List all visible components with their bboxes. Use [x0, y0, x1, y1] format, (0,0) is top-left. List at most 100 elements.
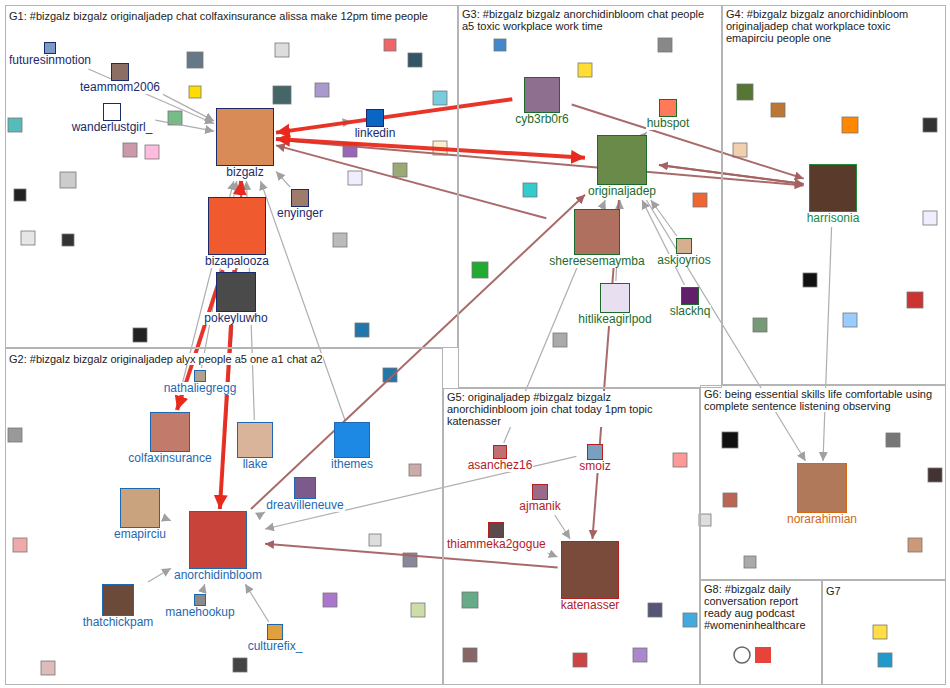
avatar-image: [693, 193, 707, 207]
avatar-image: [393, 163, 407, 177]
group-heading: G3: #bizgalz bizgalz anorchidinbloom cha…: [462, 8, 716, 32]
avatar-image: [488, 522, 504, 538]
avatar-image: [842, 117, 858, 133]
avatar-image: [323, 593, 337, 607]
vertex-label: askjoyrios: [656, 254, 711, 267]
avatar-image: [574, 209, 620, 255]
avatar-image: [578, 63, 592, 77]
group-panel: G5: originaljadep #bizgalz bizgalz anorc…: [443, 388, 700, 685]
vertex-label: thatchickpam: [82, 616, 155, 629]
avatar-image: [111, 63, 129, 81]
vertex-label: cyb3rb0r6: [514, 113, 569, 126]
avatar-image: [561, 541, 619, 599]
avatar-image: [409, 464, 421, 476]
avatar-image: [233, 658, 247, 672]
group-heading: G8: #bizgalz daily conversation report r…: [704, 583, 816, 631]
avatar-image: [189, 86, 201, 98]
avatar-image: [753, 318, 767, 332]
avatar-image: [189, 511, 247, 569]
avatar-image: [673, 453, 687, 467]
avatar-image: [587, 444, 603, 460]
avatar-image: [194, 594, 206, 606]
vertex-node: ithemes: [330, 422, 374, 471]
vertex-node: emapirciu: [113, 488, 167, 541]
tweet-edge: [276, 171, 290, 187]
tweet-edge: [88, 69, 214, 124]
avatar-image: [216, 272, 256, 312]
group-panel: G6: being essential skills life comforta…: [700, 385, 946, 580]
vertex-node: dreavilleneuve: [265, 477, 344, 512]
tweet-edge: [251, 195, 585, 509]
avatar-image: [523, 183, 537, 197]
tweet-edge: [148, 568, 171, 582]
vertex-label: hubspot: [646, 117, 691, 130]
avatar-image: [573, 653, 587, 667]
vertex-node: anorchidinbloom: [173, 511, 263, 582]
group-panel: G3: #bizgalz bizgalz anorchidinbloom cha…: [458, 5, 722, 388]
avatar-image: [383, 368, 397, 382]
avatar-image: [843, 313, 857, 327]
vertex-node: katenasser: [560, 541, 621, 612]
avatar-image: [315, 83, 329, 97]
group-heading: G7: [826, 585, 841, 597]
avatar-image: [493, 445, 507, 459]
avatar-image: [744, 556, 756, 568]
avatar-image: [150, 412, 190, 452]
tweet-edge: [240, 181, 241, 195]
avatar-image: [462, 592, 478, 608]
tweet-edge: [276, 140, 804, 186]
vertex-node: llake: [237, 422, 273, 471]
vertex-node: manehookup: [164, 594, 235, 619]
vertex-node: thiammeka2gogue: [446, 522, 547, 551]
group-heading: G1: #bizgalz bizgalz originaljadep chat …: [9, 10, 428, 22]
avatar-image: [878, 653, 892, 667]
avatar-image: [463, 648, 477, 662]
avatar-image: [723, 493, 737, 507]
avatar-image: [676, 238, 692, 254]
avatar-image: [8, 428, 22, 442]
avatar-image: [659, 99, 677, 117]
tweet-edge: [276, 139, 585, 158]
vertex-label: futuresinmotion: [8, 54, 92, 67]
vertex-node: cyb3rb0r6: [514, 77, 569, 126]
group-heading: G5: originaljadep #bizgalz bizgalz anorc…: [447, 391, 694, 427]
avatar-image: [597, 135, 647, 185]
vertex-node: hubspot: [646, 99, 691, 130]
avatar-image: [194, 370, 206, 382]
vertex-node: pokeyluwho: [203, 272, 268, 325]
tweet-edge: [202, 584, 204, 592]
avatar-image: [633, 648, 647, 662]
avatar-image: [60, 172, 76, 188]
avatar-image: [886, 433, 900, 447]
vertex-label: norarahimian: [786, 513, 858, 526]
vertex-label: teammom2006: [79, 81, 161, 94]
vertex-label: emapirciu: [113, 528, 167, 541]
vertex-node: ajmanik: [518, 484, 561, 513]
avatar-image: [873, 625, 887, 639]
vertex-label: llake: [242, 458, 269, 471]
vertex-node: culturefix_: [247, 624, 304, 653]
avatar-image: [267, 624, 283, 640]
tweet-edge: [169, 519, 171, 521]
avatar-image: [41, 661, 55, 675]
avatar-image: [14, 189, 26, 201]
vertex-label: ithemes: [330, 458, 374, 471]
avatar-image: [294, 477, 316, 499]
group-panel: G8: #bizgalz daily conversation report r…: [700, 580, 822, 685]
avatar-image: [275, 43, 289, 57]
avatar-image: [648, 603, 662, 617]
avatar-image: [600, 283, 630, 313]
vertex-node: nathaliegregg: [163, 370, 238, 395]
vertex-label: manehookup: [164, 606, 235, 619]
avatar-image: [120, 488, 160, 528]
avatar-image: [532, 484, 548, 500]
hashtag-icon: [755, 647, 771, 663]
vertex-node: colfaxinsurance: [127, 412, 212, 465]
avatar-image: [494, 39, 506, 51]
avatar-image: [797, 463, 847, 513]
avatar-image: [472, 262, 488, 278]
avatar-image: [658, 38, 672, 52]
avatar-image: [291, 189, 309, 207]
avatar-image: [355, 323, 369, 337]
